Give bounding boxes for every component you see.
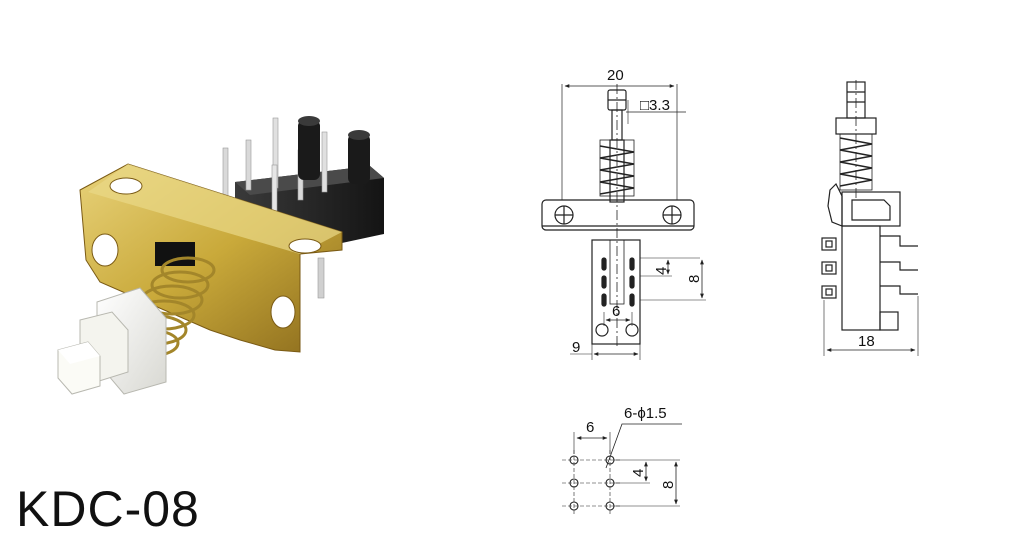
plunger-size-label: □3.3 — [640, 97, 670, 114]
pcb-h-pitch-label: 6 — [586, 419, 594, 436]
pcb-layout-labels: 6 6-ϕ1.5 4 8 — [586, 405, 677, 489]
brass-bracket — [79, 163, 343, 353]
side-width-label: 18 — [858, 333, 875, 350]
plunger — [57, 287, 167, 395]
pcb-v-pitch-label: 4 — [630, 469, 647, 477]
front-view — [541, 84, 706, 360]
base-width-label: 9 — [572, 339, 580, 356]
model-title: KDC-08 — [16, 481, 200, 537]
pin-horizontal-pitch-label: 6 — [612, 303, 620, 320]
pcb-v-span-label: 8 — [660, 481, 677, 489]
width-dimension-label: 20 — [607, 67, 624, 84]
side-view — [821, 80, 919, 356]
front-view-labels: 20 □3.3 4 8 6 9 — [572, 67, 703, 356]
product-photo — [57, 116, 384, 395]
pin-vertical-pitch-label: 4 — [653, 267, 670, 275]
pcb-hole-spec-label: 6-ϕ1.5 — [624, 405, 667, 422]
pin-vertical-span-label: 8 — [686, 275, 703, 283]
pcb-layout — [562, 423, 682, 516]
